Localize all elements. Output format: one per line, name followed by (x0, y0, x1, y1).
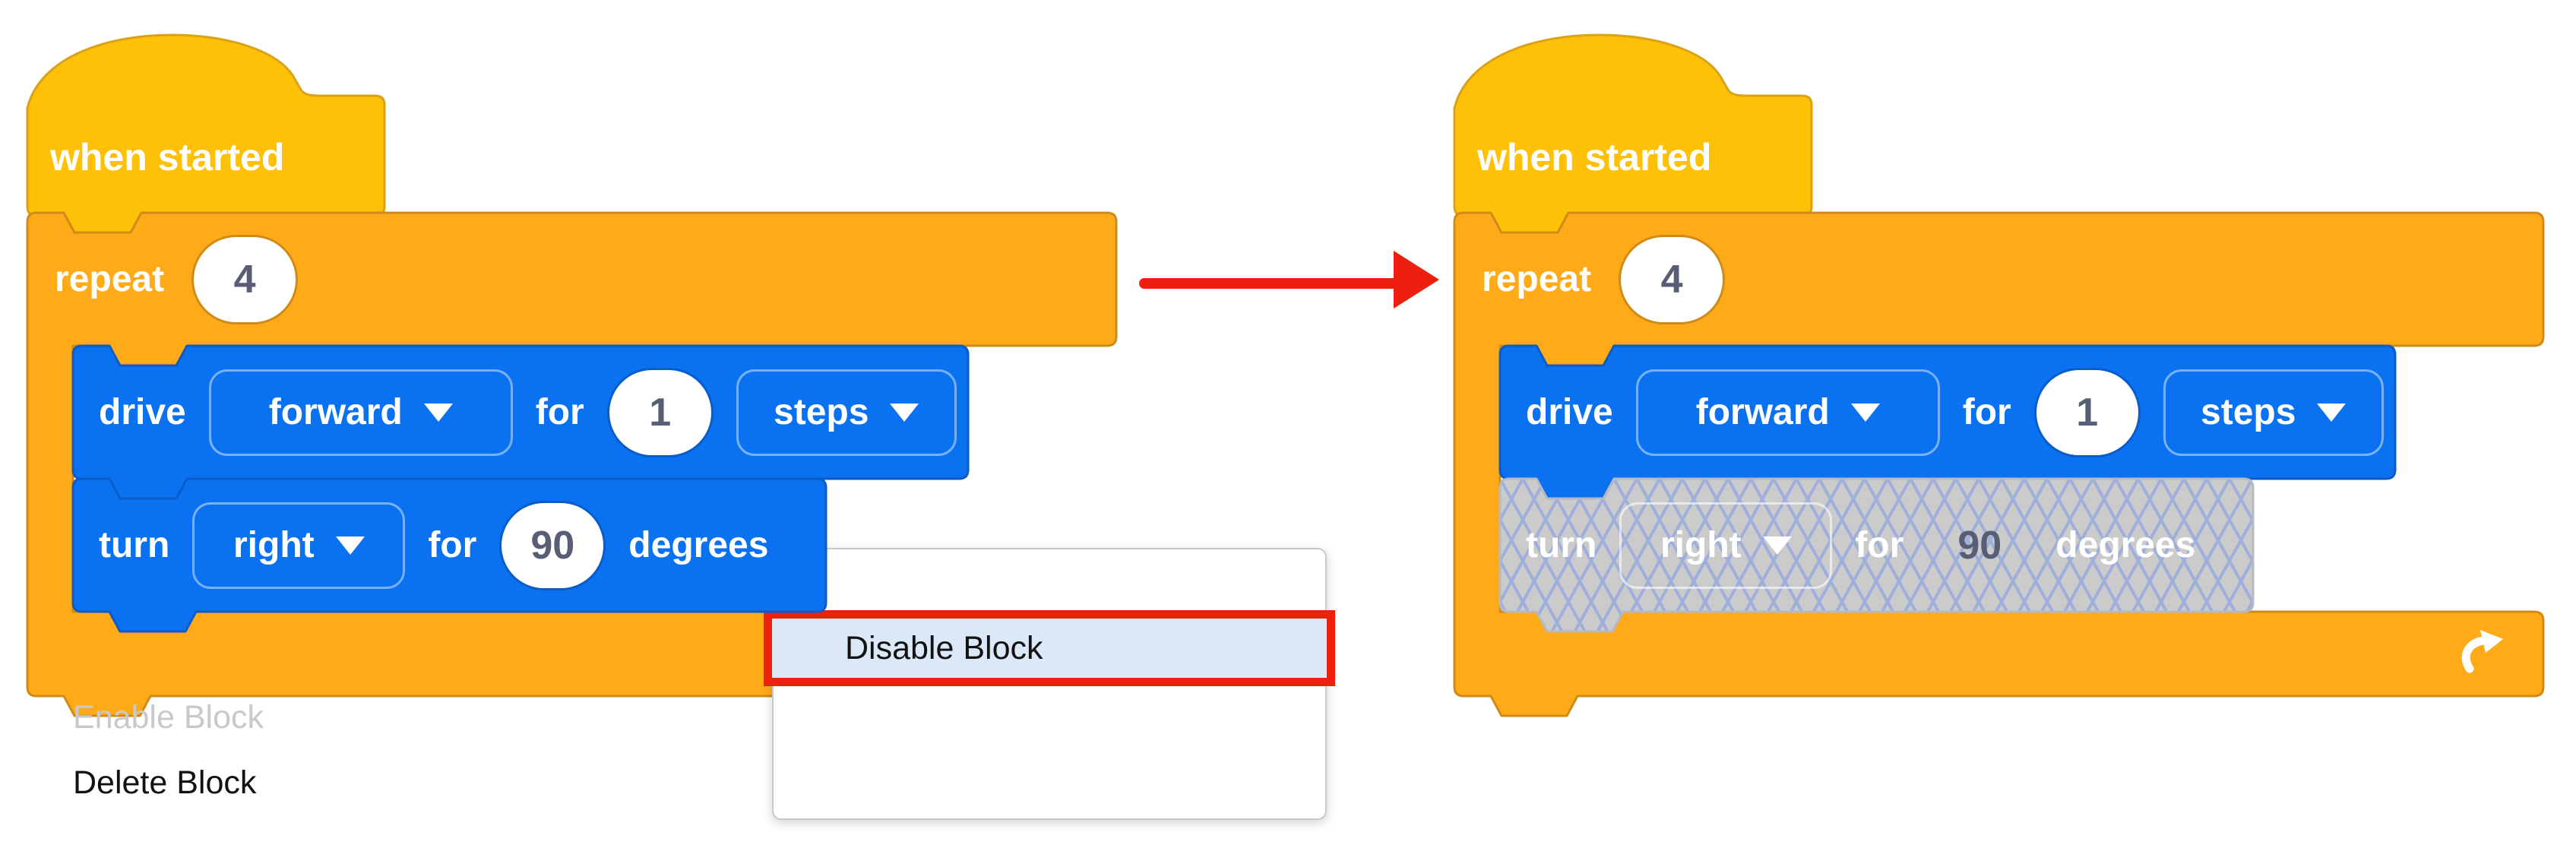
turn-unit-label: degrees (628, 525, 769, 565)
repeat-loop-icon (2461, 630, 2503, 673)
repeat-count-input[interactable]: 4 (1619, 234, 1726, 324)
drive-direction-value: forward (1695, 392, 1830, 432)
menu-item-delete-block[interactable]: Delete Block (73, 764, 257, 801)
drive-value: 1 (2076, 390, 2099, 435)
turn-block-disabled[interactable]: turn right for 90 degrees (1498, 477, 2255, 635)
repeat-block[interactable]: repeat 4 (26, 211, 1118, 722)
repeat-label: repeat (55, 259, 165, 299)
menu-item-disable-block[interactable]: Disable Block (764, 610, 1335, 686)
dropdown-caret-icon (1762, 536, 1792, 555)
turn-block[interactable]: turn right for 90 degrees (71, 477, 828, 635)
hat-block-label: when started (1477, 136, 1712, 179)
repeat-count-input[interactable]: 4 (191, 234, 299, 324)
dropdown-caret-icon (1850, 403, 1880, 422)
dropdown-caret-icon (890, 403, 919, 422)
drive-unit-dropdown[interactable]: steps (736, 369, 957, 456)
turn-verb-label: turn (1526, 525, 1597, 565)
transform-arrow-line (1139, 278, 1401, 289)
menu-item-disable-block-label: Disable Block (845, 629, 1043, 666)
drive-value-input[interactable]: 1 (606, 367, 714, 457)
when-started-block[interactable]: when started (1453, 33, 1813, 237)
dropdown-caret-icon (335, 536, 365, 555)
turn-unit-label: degrees (2055, 525, 2196, 565)
drive-for-label: for (535, 392, 584, 432)
turn-value: 90 (530, 523, 575, 568)
drive-value-input[interactable]: 1 (2033, 367, 2141, 457)
drive-unit-value: steps (2201, 392, 2296, 432)
turn-direction-value: right (233, 525, 315, 565)
transform-arrow-head-icon (1394, 251, 1439, 309)
turn-value-input[interactable]: 90 (499, 500, 606, 590)
drive-direction-dropdown[interactable]: forward (208, 369, 513, 456)
repeat-block-shape (1453, 211, 2545, 717)
drive-direction-value: forward (268, 392, 403, 432)
turn-block-shape (71, 477, 828, 633)
turn-for-label: for (428, 525, 477, 565)
turn-direction-value: right (1660, 525, 1742, 565)
script-after: when started repeat 4 drive forward for (1453, 0, 2571, 845)
repeat-label: repeat (1482, 259, 1592, 299)
hat-block-label: when started (50, 136, 285, 179)
drive-unit-dropdown[interactable]: steps (2163, 369, 2384, 456)
drive-verb-label: drive (1526, 392, 1613, 432)
repeat-block[interactable]: repeat 4 (1453, 211, 2545, 722)
turn-block-disabled-shape (1498, 477, 2255, 633)
repeat-count-value: 4 (1660, 257, 1683, 302)
script-before: when started repeat 4 drive forward (26, 0, 1144, 845)
menu-item-enable-block: Enable Block (73, 699, 264, 736)
turn-verb-label: turn (99, 525, 170, 565)
drive-block[interactable]: drive forward for 1 steps (1498, 344, 2397, 502)
when-started-block[interactable]: when started (26, 33, 386, 237)
dropdown-caret-icon (423, 403, 453, 422)
drive-value: 1 (649, 390, 672, 435)
turn-for-label: for (1855, 525, 1904, 565)
dropdown-caret-icon (2317, 403, 2347, 422)
drive-for-label: for (1962, 392, 2011, 432)
turn-value: 90 (1957, 523, 2002, 568)
turn-direction-dropdown[interactable]: right (192, 502, 406, 589)
drive-block[interactable]: drive forward for 1 steps (71, 344, 970, 502)
drive-unit-value: steps (774, 392, 869, 432)
drive-verb-label: drive (99, 392, 186, 432)
turn-direction-dropdown[interactable]: right (1619, 502, 1833, 589)
drive-direction-dropdown[interactable]: forward (1635, 369, 1940, 456)
repeat-count-value: 4 (233, 257, 256, 302)
